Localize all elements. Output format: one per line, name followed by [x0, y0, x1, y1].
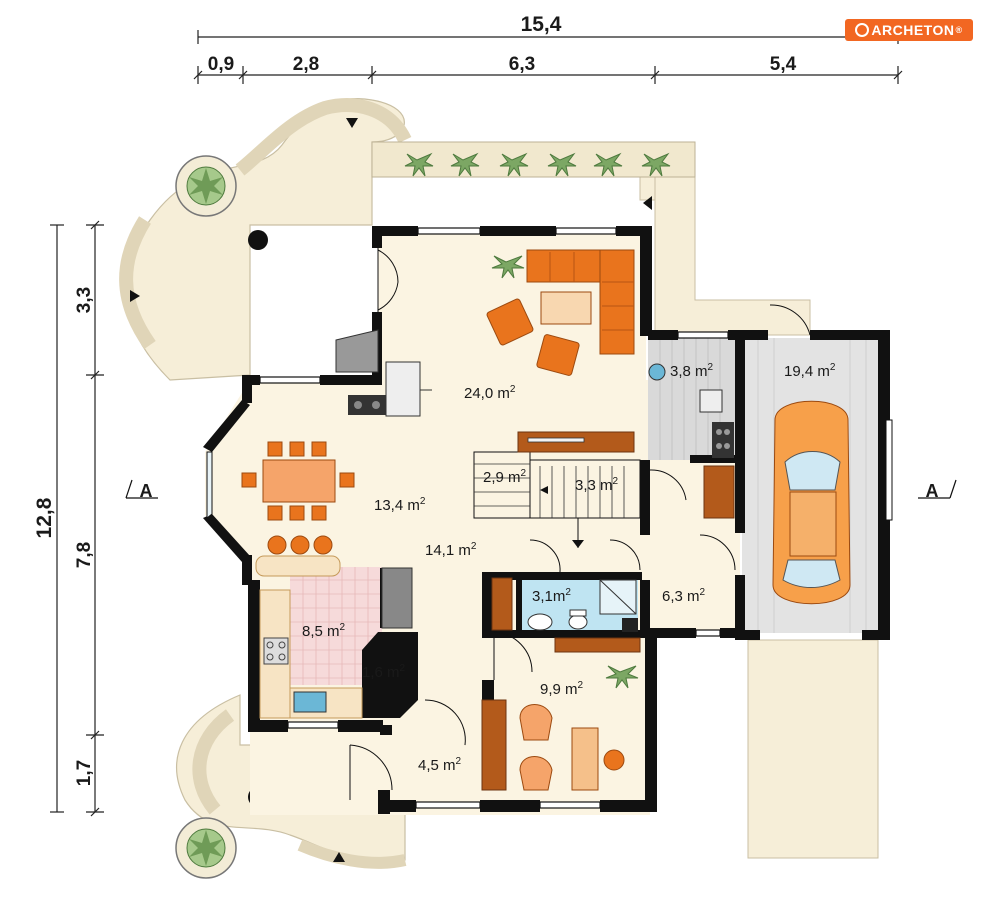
bathroom-fixtures [527, 579, 638, 632]
sofa-icon [526, 249, 635, 355]
room-area-label: 4,5 m2 [418, 756, 462, 774]
top-total-dimension: 15,4 [521, 13, 562, 36]
svg-text:A: A [926, 481, 939, 501]
section-mark-left: A [125, 479, 158, 501]
room-area-label: 8,5 m2 [302, 622, 346, 640]
room-area-label: 13,4 m2 [374, 496, 426, 514]
room-area-label: 14,1 m2 [425, 541, 477, 559]
room-area-label: 2,9 m2 [483, 468, 527, 486]
column-marker [248, 230, 268, 250]
potted-plant-icon [175, 155, 237, 217]
left-segment-dimension: 1,7 [74, 760, 95, 786]
window [259, 227, 729, 809]
wardrobe-icon [481, 699, 507, 791]
room-area-label: 3,3 m2 [575, 476, 619, 494]
plant-icon [491, 255, 639, 689]
room-area-label: 1,6 m2 [362, 663, 406, 681]
entrance-arrow-icon [130, 118, 652, 862]
top-dimension-lines [193, 30, 903, 84]
fireplace-icon [335, 329, 432, 417]
left-total-dimension: 12,8 [33, 497, 56, 538]
left-segment-dimension: 7,8 [74, 542, 95, 568]
shelf-icon [554, 637, 641, 653]
armchair-icon [486, 298, 580, 376]
utility-fixtures [648, 363, 734, 458]
room-area-label: 9,9 m2 [540, 680, 584, 698]
tv-icon [527, 437, 585, 443]
room-area-label: 24,0 m2 [464, 384, 516, 402]
plant-icon [404, 152, 671, 177]
brand-registered-mark: ® [955, 25, 963, 35]
kitchen-units [259, 567, 413, 719]
top-segment-dimension: 5,4 [770, 54, 797, 75]
room-area-label: 6,3 m2 [662, 587, 706, 605]
potted-plant-icon [175, 817, 237, 879]
door-swing [349, 248, 811, 800]
coffee-table-icon [540, 291, 592, 325]
brand-logo-icon [855, 23, 870, 37]
bay-window-glass [206, 451, 213, 520]
left-dimension-lines [50, 220, 104, 817]
garage-side-window [885, 419, 893, 521]
car-icon [772, 400, 851, 605]
left-segment-dimension: 3,3 [74, 287, 95, 313]
office-furniture [519, 704, 625, 791]
staircase [473, 451, 641, 548]
room-area-label: 19,4 m2 [784, 362, 836, 380]
wardrobe-icon [703, 465, 735, 519]
upper-terrace [119, 98, 412, 381]
wardrobe-icon [491, 577, 513, 631]
kitchen-counter-icon [255, 555, 341, 577]
room-area-label: 3,8 m2 [670, 362, 714, 380]
room-area-label: 3,1m2 [532, 587, 571, 605]
top-segment-dimension: 0,9 [208, 54, 234, 75]
top-segment-dimension: 2,8 [293, 54, 319, 75]
svg-text:A: A [140, 481, 153, 501]
brand-logo: ARCHETON® [845, 19, 973, 41]
driveway [747, 639, 879, 859]
section-mark-right: A [918, 479, 957, 501]
dining-table-icon [241, 441, 355, 521]
bar-stool-icon [267, 535, 333, 555]
top-segment-dimension: 6,3 [509, 54, 535, 75]
side-walkway [654, 174, 811, 336]
brand-logo-text: ARCHETON [871, 22, 955, 38]
